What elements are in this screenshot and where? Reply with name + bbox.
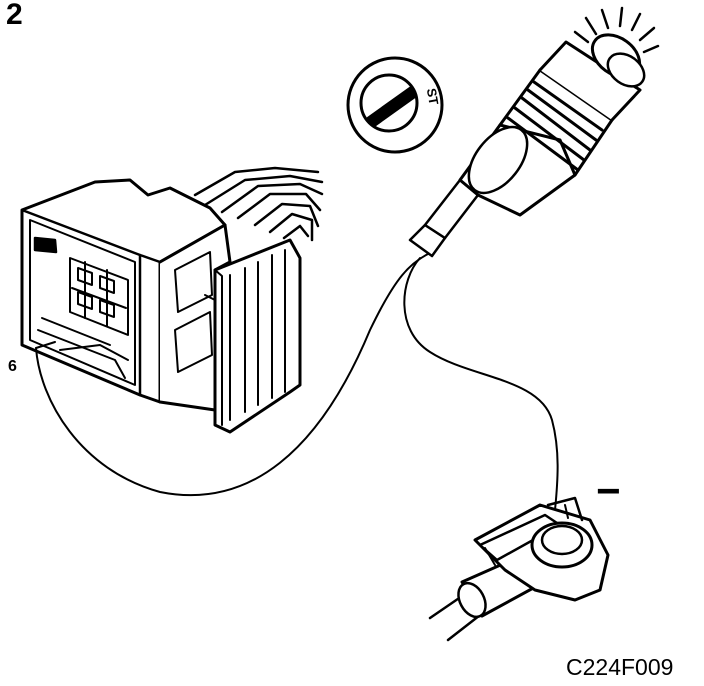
probe-wire: [35, 251, 433, 497]
figure-code: C224F009: [566, 654, 674, 680]
ground-terminal-icon: [428, 496, 610, 642]
step-number: 2: [6, 0, 23, 31]
connector-block-icon: [20, 166, 324, 434]
ignition-key-icon: ST: [346, 56, 444, 154]
pin-number-label: 6: [8, 358, 17, 375]
test-lamp-icon: [408, 6, 660, 258]
ground-wire: [403, 257, 559, 511]
ignition-position-label: ST: [424, 87, 442, 106]
polarity-sign: −: [596, 467, 621, 514]
